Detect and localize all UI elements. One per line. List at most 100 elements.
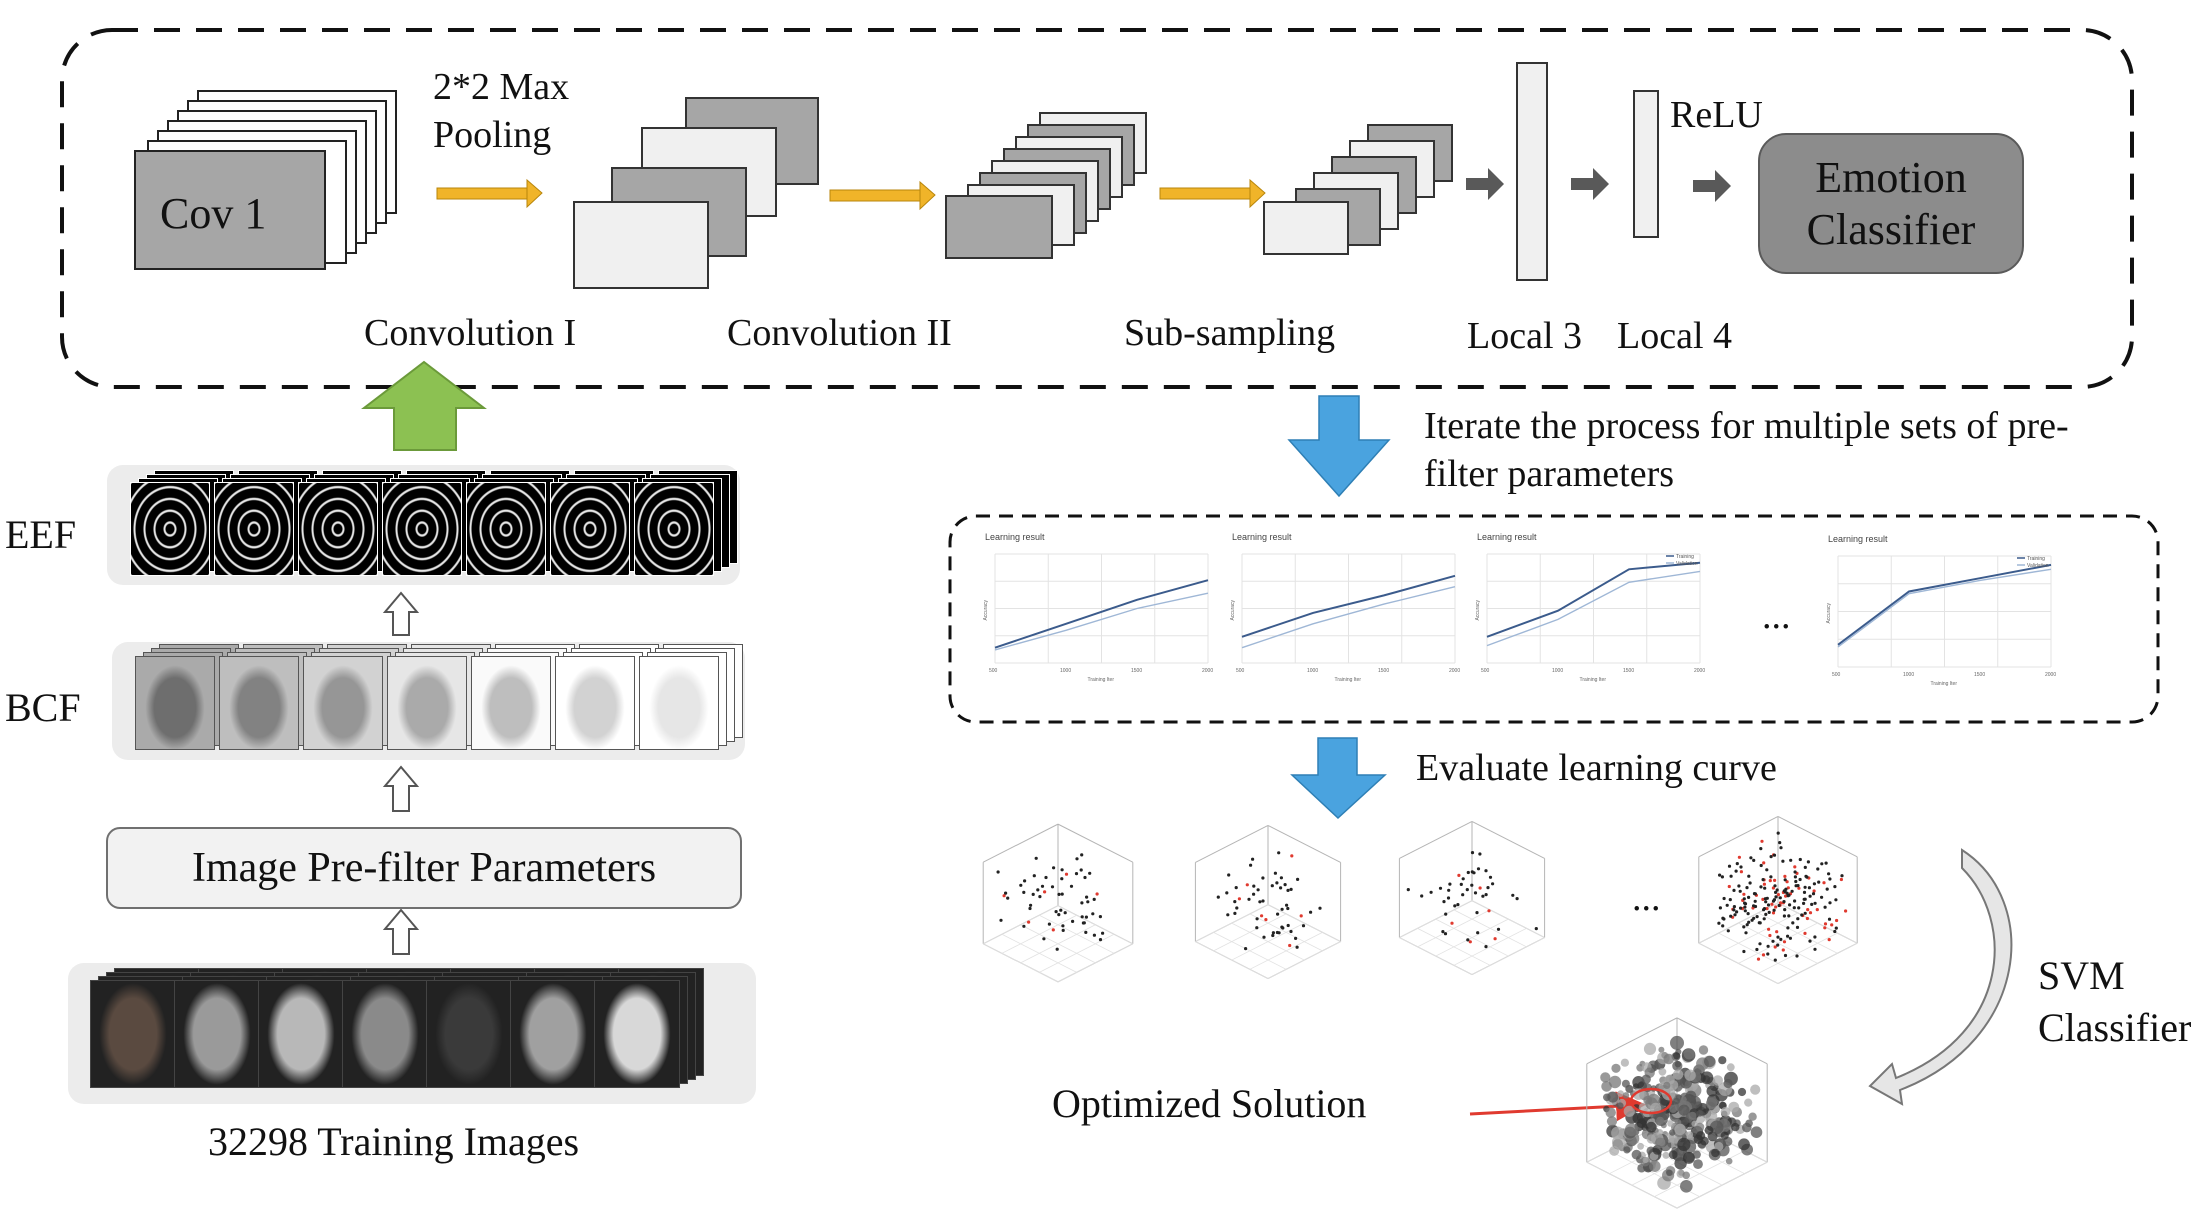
- scatter-point: [1768, 933, 1772, 938]
- scatter-point: [1098, 938, 1103, 942]
- scatter-point: [1766, 944, 1770, 948]
- scatter-point: [1643, 1042, 1657, 1055]
- scatter-point: [1695, 1122, 1705, 1132]
- eef-label: EEF: [5, 512, 77, 557]
- scatter-point: [1803, 865, 1807, 870]
- scatter-point: [1745, 923, 1749, 927]
- learning-curve-title: Learning result: [985, 532, 1045, 542]
- scatter-point: [1277, 931, 1281, 935]
- scatter-point: [1796, 917, 1800, 921]
- scatter-point: [1820, 862, 1824, 866]
- scatter-point: [1038, 895, 1042, 899]
- scatter-point: [1457, 873, 1461, 878]
- scatter-point: [1840, 874, 1844, 878]
- scatter-point: [1808, 894, 1812, 898]
- scatter-point: [1718, 873, 1722, 877]
- scatter-point: [1028, 906, 1032, 911]
- scatter-point: [1743, 901, 1747, 905]
- scatter-point: [1685, 1090, 1697, 1102]
- scatter-point: [1823, 922, 1828, 926]
- scatter-point: [1825, 887, 1829, 891]
- scatter-point: [1808, 939, 1812, 943]
- scatter-point: [1649, 1160, 1661, 1172]
- scatter-point: [1756, 957, 1761, 961]
- scatter-point: [1757, 921, 1761, 925]
- scatter-point: [1775, 888, 1779, 892]
- scatter-point: [1478, 852, 1482, 856]
- scatter-point: [1233, 911, 1237, 916]
- scatter-point: [1608, 1075, 1622, 1089]
- scatter-point: [1732, 888, 1736, 893]
- scatter-point: [1060, 868, 1064, 872]
- scatter-point: [1612, 1135, 1626, 1149]
- local3-layer: [1516, 62, 1548, 281]
- scatter-point: [1461, 877, 1465, 881]
- scatter-point: [1720, 1106, 1731, 1117]
- scatter-point: [1095, 892, 1099, 896]
- scatter-point: [1680, 1180, 1693, 1193]
- scatter-point: [1081, 921, 1085, 925]
- series-line-validation: [1837, 568, 2052, 648]
- plot-box-edge: [1399, 820, 1473, 859]
- scatter-point: [1286, 906, 1290, 911]
- scatter-point: [1044, 875, 1048, 880]
- conv1-feature-maps: [573, 97, 819, 289]
- bcf-label: BCF: [5, 685, 81, 730]
- x-tick-label: 500: [1832, 672, 1841, 678]
- scatter-point: [1060, 877, 1064, 881]
- scatter-point: [1683, 1048, 1695, 1060]
- scatter-point: [1318, 906, 1322, 910]
- scatter-point: [1261, 876, 1265, 880]
- face-thumbnail: [594, 980, 680, 1088]
- scatter-point: [1824, 861, 1828, 865]
- scatter-point: [1622, 1092, 1630, 1099]
- scatter-point: [1476, 867, 1481, 871]
- face-thumbnail: [426, 980, 512, 1088]
- scatter-point: [1019, 883, 1023, 887]
- x-axis-label: Training Iter: [1088, 677, 1115, 683]
- scatter-point: [1273, 871, 1277, 875]
- scatter-point: [1762, 861, 1766, 865]
- scatter-point: [1755, 947, 1759, 952]
- scatter-point: [1288, 943, 1292, 948]
- scatter-point: [1744, 1098, 1753, 1107]
- scatter-point: [1484, 869, 1488, 873]
- scatter-point: [1682, 1171, 1690, 1180]
- scatter-point: [1646, 1134, 1657, 1144]
- scatter-point: [1729, 914, 1733, 918]
- scatter-point: [1279, 886, 1283, 890]
- x-tick-label: 1500: [1131, 668, 1142, 674]
- scatter-point: [1252, 884, 1256, 888]
- x-axis-label: Training Iter: [1580, 677, 1607, 683]
- scatter-point: [1057, 913, 1061, 917]
- plot-grid-line: [1758, 932, 1838, 974]
- x-axis-label: Training Iter: [1931, 681, 1958, 687]
- face-thumbnail: [510, 980, 596, 1088]
- scatter-point: [1069, 884, 1074, 888]
- scatter-point: [1839, 877, 1843, 882]
- scatter-point: [1466, 870, 1470, 875]
- scatter-point: [1698, 1045, 1709, 1055]
- scatter-point: [1739, 870, 1743, 874]
- scatter-point: [1693, 1134, 1704, 1145]
- plot-box-edge: [1057, 823, 1134, 863]
- x-tick-label: 500: [989, 668, 998, 674]
- scatter-point: [1481, 894, 1485, 898]
- scatter-point: [1810, 902, 1814, 907]
- scatter-point: [1726, 1063, 1735, 1072]
- scatter-point: [1600, 1072, 1611, 1083]
- scatter-point: [1833, 885, 1837, 889]
- plot-box-edge: [1471, 820, 1545, 859]
- hollow-up-arrow: [382, 765, 420, 812]
- scatter-point: [1693, 1159, 1703, 1169]
- scatter-point: [1731, 1122, 1740, 1132]
- prefilter-label: Image Pre-filter Parameters: [191, 845, 657, 891]
- scatter-point: [1074, 872, 1079, 876]
- scatter-point: [1792, 906, 1796, 910]
- scatter-point: [1728, 898, 1732, 902]
- scatter-point: [1441, 930, 1445, 934]
- plot-grid-line: [1231, 922, 1305, 961]
- scatter-point: [1776, 943, 1780, 947]
- scatter-point: [1776, 893, 1780, 897]
